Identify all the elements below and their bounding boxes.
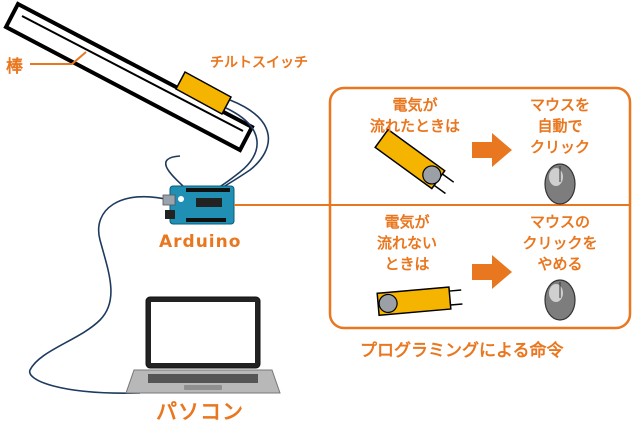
mouse-icon [544, 163, 576, 205]
tilt-switch-on-rod [174, 70, 233, 116]
program-caption: プログラミングによる命令 [360, 341, 564, 361]
arduino-board [162, 185, 235, 225]
rod [3, 1, 255, 153]
program-box [328, 86, 632, 330]
laptop-icon [125, 296, 281, 394]
rule-condition-text: 電気が 流れない ときは [376, 213, 437, 273]
switch-level-icon [376, 286, 463, 317]
rule-action-text: マウスを 自動で クリック [529, 96, 590, 156]
arrow-right-icon [472, 133, 512, 167]
mouse-icon [544, 279, 576, 321]
pc-label: パソコン [156, 400, 244, 424]
rod-leader-line [30, 51, 87, 65]
switch-tilted-icon [374, 128, 455, 195]
tilt-switch-label: チルトスイッチ [210, 55, 308, 71]
rod-label: 棒 [6, 57, 23, 77]
arrow-right-icon [472, 255, 512, 289]
rule-condition-text: 電気が 流れたときは [369, 96, 460, 135]
rule-action-text: マウスの クリックを やめる [522, 213, 598, 273]
wires [28, 99, 270, 394]
arduino-label: Arduino [159, 232, 242, 252]
